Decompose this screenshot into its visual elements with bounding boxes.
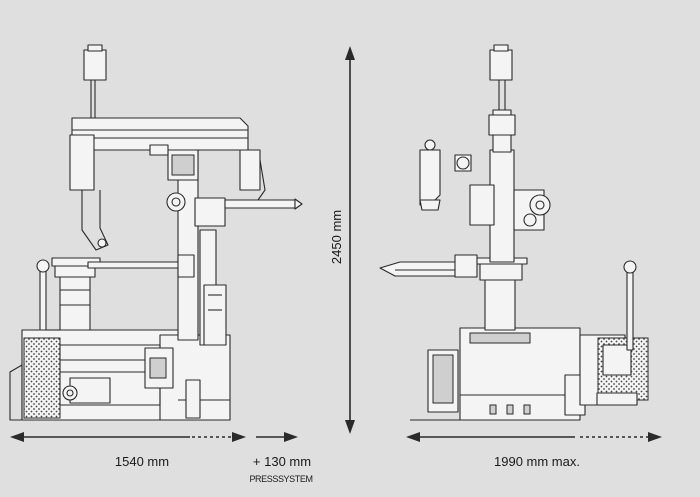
extension-note-label: PRESSSYSTEM xyxy=(249,474,312,484)
extension-label: + 130 mm xyxy=(253,454,311,469)
machine-side-view xyxy=(9,44,303,421)
width-right-dimension-arrow xyxy=(406,432,662,442)
height-dimension-arrow xyxy=(345,46,355,434)
machine-front-view xyxy=(379,44,649,421)
width-left-label: 1540 mm xyxy=(115,454,169,469)
width-right-label: 1990 mm max. xyxy=(494,454,580,469)
extension-dimension-arrow xyxy=(256,432,298,442)
width-left-dimension-arrow xyxy=(10,432,246,442)
height-label: 2450 mm xyxy=(329,210,344,264)
